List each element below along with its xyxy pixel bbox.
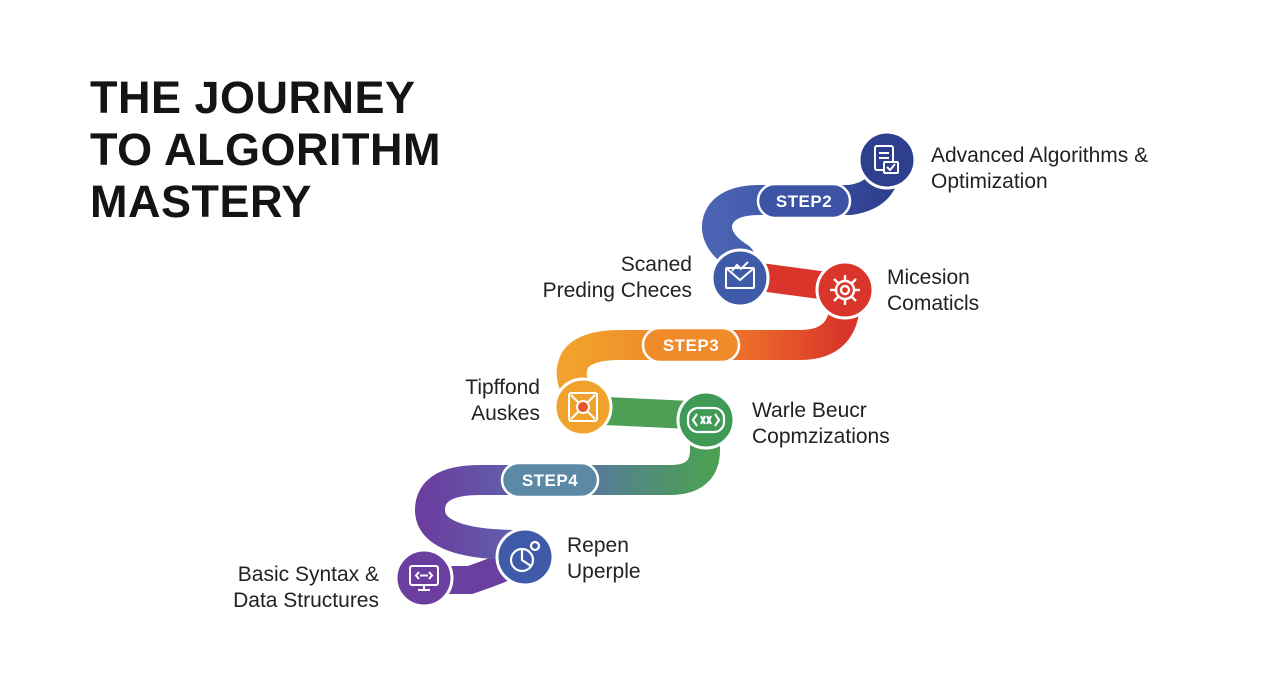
step4-pill: STEP4 (500, 461, 600, 499)
milestone-warle (676, 390, 736, 450)
title-line-3: MASTERY (90, 176, 312, 227)
document-check-icon (874, 145, 899, 174)
label-advanced-line1: Advanced Algorithms & (931, 144, 1149, 167)
milestone-micesion (815, 260, 875, 320)
target-x-icon (568, 392, 598, 422)
title-line-1: THE JOURNEY (90, 72, 416, 123)
monitor-code-icon (409, 565, 439, 591)
label-repen-line1: Repen (567, 534, 629, 557)
label-basic: Basic Syntax & Data Structures (200, 562, 379, 614)
page-title: THE JOURNEY TO ALGORITHM MASTERY (90, 72, 441, 228)
label-basic-line1: Basic Syntax & (237, 563, 379, 586)
milestone-advanced (857, 130, 917, 190)
label-micesion: Micesion Comaticls (887, 265, 979, 317)
label-repen-line2: Uperple (567, 560, 641, 583)
envelope-chart-icon (725, 261, 755, 289)
label-micesion-line1: Micesion (887, 266, 970, 289)
road-segment-step3 (556, 285, 860, 415)
label-micesion-line2: Comaticls (887, 292, 980, 315)
label-basic-line2: Data Structures (233, 589, 379, 612)
milestone-scaned (710, 248, 770, 308)
label-scaned: Scaned Preding Checes (510, 252, 692, 304)
label-warle: Warle Beucr Copmzizations (752, 398, 890, 450)
pie-chart-icon (509, 540, 541, 573)
step2-pill: STEP2 (756, 182, 852, 220)
milestone-repen (495, 527, 555, 587)
milestone-tipffond (553, 377, 613, 437)
label-warle-line2: Copmzizations (752, 425, 890, 448)
label-scaned-line2: Preding Checes (542, 279, 692, 302)
code-brackets-icon (686, 406, 726, 434)
label-advanced: Advanced Algorithms & Optimization (931, 143, 1148, 195)
step4-label: STEP4 (522, 471, 578, 490)
label-scaned-line1: Scaned (620, 253, 692, 276)
gear-icon (830, 275, 860, 305)
step3-label: STEP3 (663, 336, 719, 355)
milestone-basic (394, 548, 454, 608)
label-repen: Repen Uperple (567, 533, 641, 585)
step2-label: STEP2 (776, 192, 832, 211)
label-tipffond-line1: Tipffond (465, 376, 540, 399)
label-advanced-line2: Optimization (931, 170, 1048, 193)
label-tipffond: Tipffond Auskes (430, 375, 540, 427)
road-segment-step2 (702, 150, 900, 273)
step3-pill: STEP3 (641, 326, 741, 364)
label-warle-line1: Warle Beucr (752, 399, 867, 422)
road-segment-step4 (415, 410, 720, 560)
title-line-2: TO ALGORITHM (90, 124, 441, 175)
label-tipffond-line2: Auskes (471, 402, 540, 425)
